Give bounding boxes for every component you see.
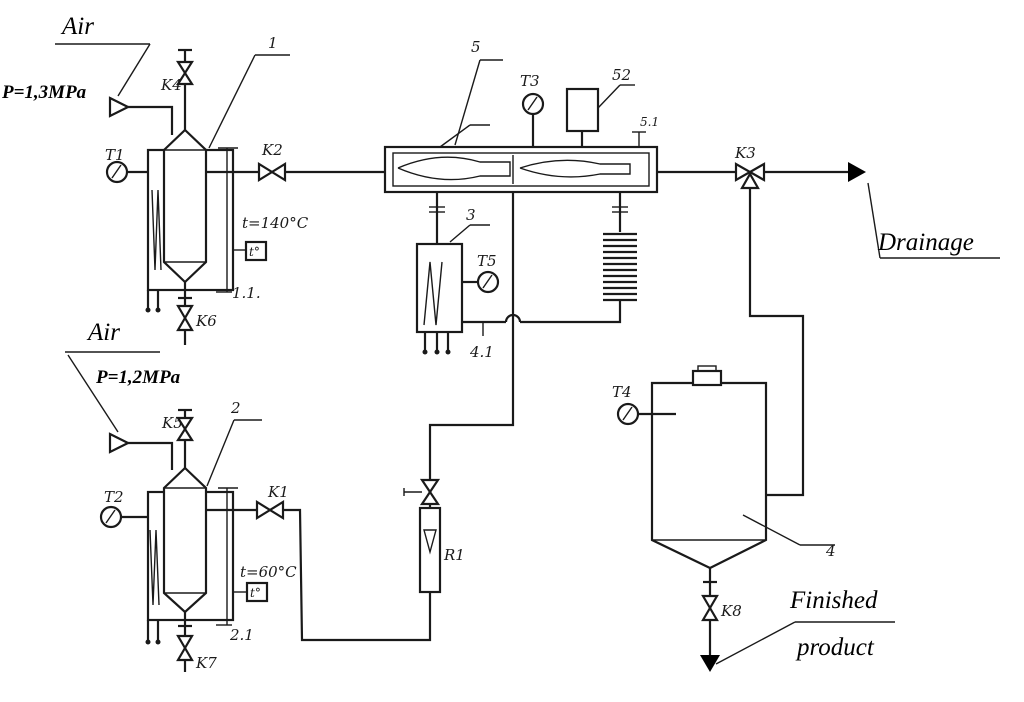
valve-k6-icon <box>176 304 194 321</box>
valve-k1-icon <box>255 500 273 520</box>
thermometer-t2: T2 <box>99 488 148 529</box>
svg-text:t°: t° <box>250 586 261 600</box>
heater-3: 3 4.1 <box>415 192 494 361</box>
valve-k4: K4 <box>160 48 195 130</box>
mixer-5-number: 5 <box>471 38 481 56</box>
svg-text:K4: K4 <box>160 76 182 94</box>
cooler <box>462 192 637 324</box>
vessel-2-body <box>162 466 208 614</box>
air-label-top: Air <box>60 13 94 40</box>
receiver-4: 4 <box>650 365 836 655</box>
svg-text:T4: T4 <box>612 383 632 401</box>
svg-text:t°: t° <box>249 245 260 259</box>
line-vessel2-to-flowmeter: K1 <box>206 483 432 642</box>
drainage-label: Drainage <box>877 229 974 256</box>
finished-product-arrow <box>700 655 720 672</box>
cooler-fins <box>603 232 637 302</box>
valve-k3: K3 <box>734 144 756 162</box>
thermometer-t5: T5 <box>462 252 500 294</box>
temperature-vessel-1: t=140°C <box>242 214 309 232</box>
unit-52: 52 <box>565 66 635 147</box>
temperature-vessel-2: t=60°C <box>240 563 297 581</box>
svg-text:T5: T5 <box>477 252 497 270</box>
valve-k3-icon <box>734 162 753 182</box>
svg-text:T3: T3 <box>520 72 540 90</box>
svg-text:K6: K6 <box>195 312 217 330</box>
mixer-5-body <box>383 145 659 194</box>
thermometer-t1: T1 <box>105 146 148 184</box>
vessel-2: 2.1 t° t=60°C 2 <box>145 399 297 645</box>
svg-text:T1: T1 <box>105 146 125 164</box>
temp-gauge-1 <box>244 240 268 262</box>
finished-label-line2: product <box>795 634 875 661</box>
valve-k2-icon <box>257 162 275 182</box>
air-inlet-top: Air P=1,3MPa <box>1 13 174 135</box>
finished-label-line1: Finished <box>789 587 878 614</box>
heater-3-number: 3 <box>466 206 476 224</box>
valve-r1-icon <box>419 478 441 494</box>
vessel-1-number: 1 <box>268 34 278 52</box>
svg-text:K8: K8 <box>720 602 742 620</box>
point-2-1: 2.1 <box>229 626 254 644</box>
receiver-4-body <box>650 381 768 570</box>
valve-k6: K6 <box>176 282 217 345</box>
valve-k4-icon <box>175 60 195 76</box>
pressure-label-top: P=1,3MPa <box>1 82 87 103</box>
vessel-1: 1.1. t° t=140°C 1 <box>145 34 309 313</box>
outlet-line: K3 Drainage <box>657 144 1000 497</box>
thermometer-t3: T3 <box>520 72 545 147</box>
svg-text:K7: K7 <box>195 654 217 672</box>
mixer-5: 5 5.1 <box>383 38 659 194</box>
unit-52-label: 52 <box>612 66 631 84</box>
flowmeter-r1: R1 <box>403 172 515 594</box>
finished-product-outlet: Finished product <box>700 587 895 672</box>
air-arrow-top <box>108 96 131 118</box>
valve-k7-icon <box>176 634 194 651</box>
receiver-4-number: 4 <box>825 542 836 560</box>
line-vessel1-to-mixer: K2 <box>206 141 385 182</box>
svg-text:K5: K5 <box>161 414 183 432</box>
air-label-bottom: Air <box>86 319 120 346</box>
svg-text:R1: R1 <box>443 546 465 564</box>
valve-k8-icon <box>701 594 719 611</box>
air-arrow-bottom <box>108 432 131 454</box>
air-inlet-bottom: Air P=1,2MPa <box>65 319 181 470</box>
valve-k5-icon <box>175 416 195 432</box>
valve-k8: K8 <box>701 580 742 622</box>
vessel-2-number: 2 <box>230 399 241 417</box>
point-4-1: 4.1 <box>469 343 494 361</box>
point-1-1: 1.1. <box>232 284 261 302</box>
thermometer-t4: T4 <box>612 383 676 426</box>
valve-k2: K2 <box>261 141 283 159</box>
valve-k5: K5 <box>161 408 195 468</box>
svg-text:T2: T2 <box>104 488 124 506</box>
part-5-1: 5.1 <box>640 115 659 129</box>
drainage-arrow <box>848 162 866 182</box>
heating-coil-1 <box>151 189 162 271</box>
unit-52-box <box>565 87 600 133</box>
valve-k7: K7 <box>176 612 217 672</box>
pressure-label-bottom: P=1,2MPa <box>95 367 181 388</box>
vessel-1-body <box>162 128 208 284</box>
valve-k1: K1 <box>267 483 289 501</box>
heating-coil-2 <box>149 529 160 606</box>
